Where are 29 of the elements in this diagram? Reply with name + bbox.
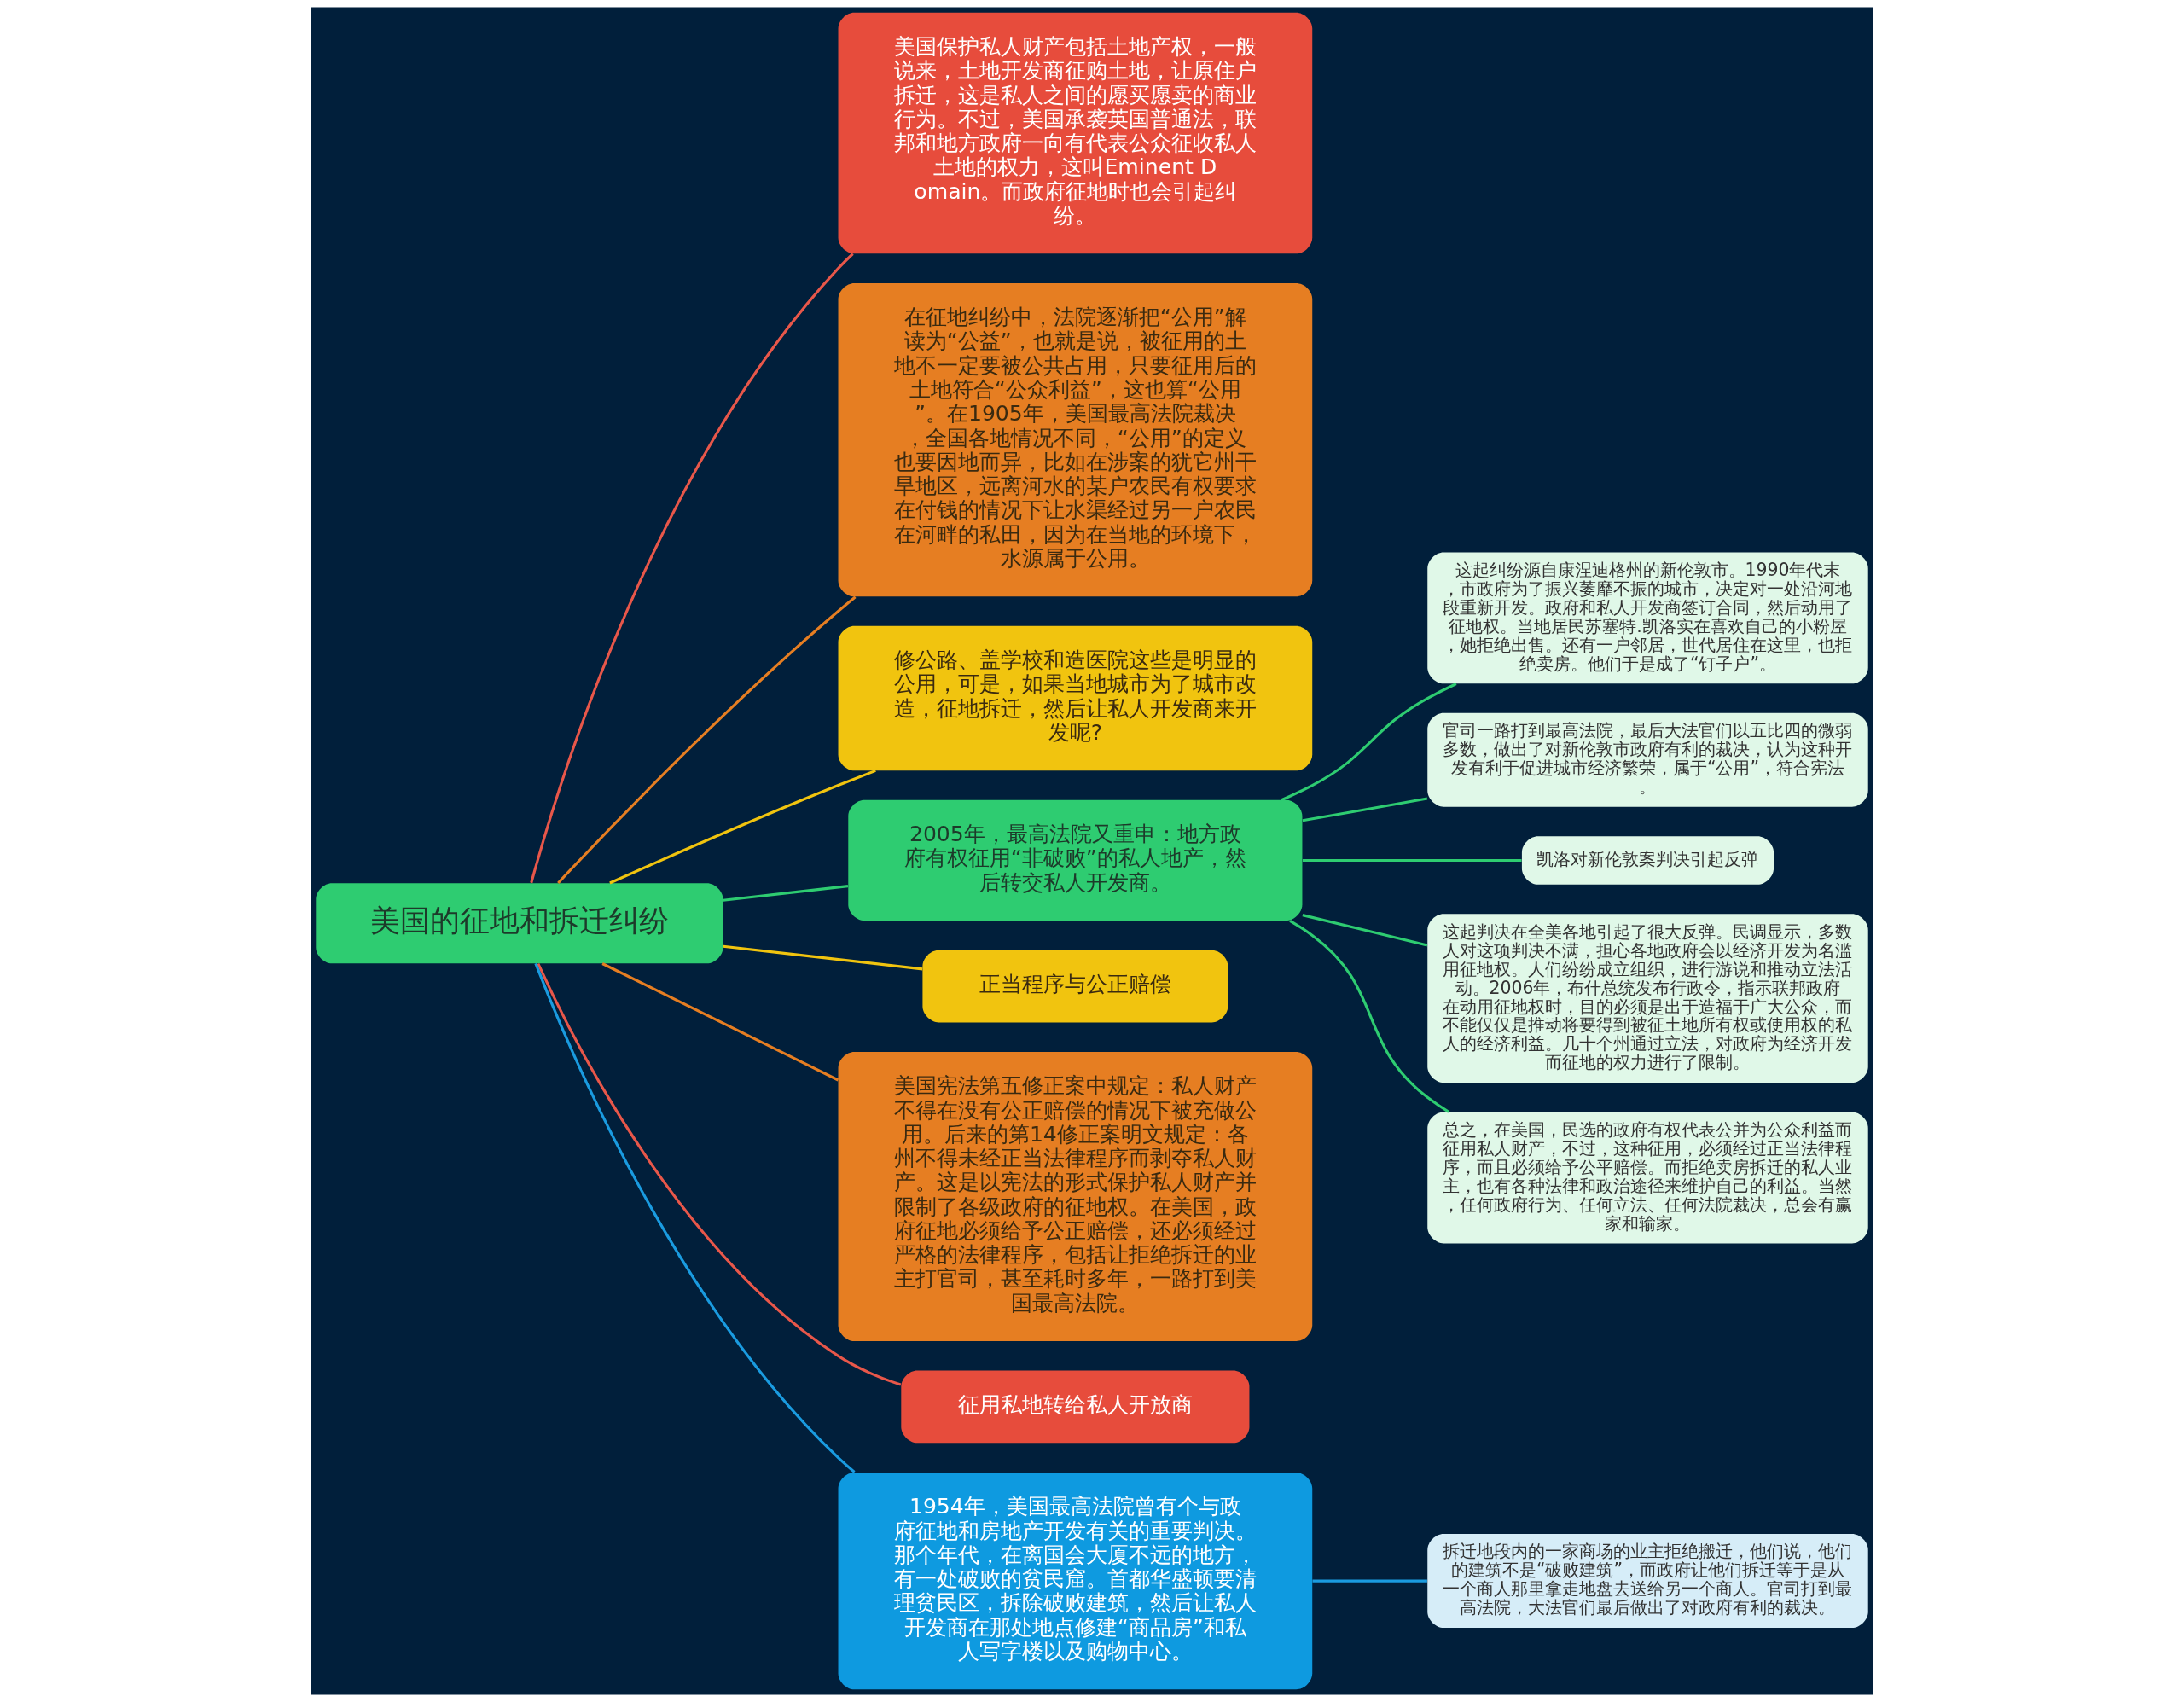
node-box: 这起纠纷源自康涅迪格州的新伦敦市。1990年代末，市政府为了振兴萎靡不振的城市，决定对一处沿河地段重新开发。政府和私人开发商签订合同，然后动用了征地权。当地居民苏塞特.凯洛实在喜欢自己的小粉屋，她拒绝出售。还有一户邻居，世代居住在这里，也拒绝卖房。他们于是成了“钉子户”。 (1427, 552, 1868, 684)
node-box: 在征地纠纷中，法院逐渐把“公用”解读为“公益”，也就是说，被征用的土地不一定要被公共占用，只要征用后的土地符合“公众利益”，这也算“公用”。在1905年，美国最高法院裁决，全国各地情况不同，“公用”的定义也要因地而异，比如在涉案的犹它州干旱地区，远离河水的某户农民有权要求在付钱的情况下让水渠经过另一户农民在河畔的私田，因为在当地的环境下，水源属于公用。 (838, 282, 1313, 597)
node-box: 总之，在美国，民选的政府有权代表公并为公众利益而征用私人财产，不过，这种征用，必须经过正当法律程序，而且必须给予公平赔偿。而拒绝卖房拆迁的私人业主，也有各种法律和政治途径来维护自己的利益。当然，任何政府行为、任何立法、任何法院裁决，总会有赢家和输家。 (1427, 1112, 1868, 1244)
connector (601, 962, 839, 1082)
connector (1302, 797, 1428, 822)
node-box: 美国保护私人财产包括土地产权，一般说来，土地开发商征购土地，让原住户拆迁，这是私人之间的愿买愿卖的商业行为。不过，美国承袭英国普通法，联邦和地方政府一向有代表公众征收私人土地的权力，这叫Eminent Domain。而政府征地时也会引起纠纷。 (838, 12, 1313, 254)
connector (1302, 914, 1428, 947)
node-box: 修公路、盖学校和造医院这些是明显的公用，可是，如果当地城市为了城市改造，征地拆迁，然后让私人开发商来开发呢? (838, 625, 1313, 771)
connector (537, 963, 902, 1386)
node-box: 美国宪法第五修正案中规定：私人财产不得在没有公正赔偿的情况下被充做公用。后来的第14修正案明文规定：各州不得未经正当法律程序而剥夺私人财产。这是以宪法的形式保护私人财产并限制了各级政府的征地权。在美国，政府征地必须给予公正赔偿，还必须经过严格的法律程序，包括让拒绝拆迁的业主打官司，甚至耗时多年，一路打到美国最高法院。 (838, 1052, 1313, 1342)
node-box: 这起判决在全美各地引起了很大反弹。民调显示，多数人对这项判决不满，担心各地政府会以经济开发为名滥用征地权。人们纷纷成立组织，进行游说和推动立法活动。2006年，布什总统发布行政令，指示联邦政府在动用征地权时，目的必须是出于造福于广大公众，而不能仅仅是推动将要得到被征土地所有权或使用权的私人的经济利益。几十个州通过立法，对政府为经济开发而征地的权力进行了限制。 (1427, 914, 1868, 1083)
connector (1281, 683, 1457, 802)
node-box: 2005年，最高法院又重申：地方政府有权征用“非破败”的私人地产，然后转交私人开发商。 (848, 799, 1303, 921)
connector (723, 885, 849, 902)
connector (1289, 920, 1449, 1113)
node-box: 征用私地转给私人开放商 (901, 1370, 1250, 1444)
connector (557, 595, 857, 885)
connector (534, 962, 856, 1473)
node-box: 拆迁地段内的一家商场的业主拒绝搬迁，他们说，他们的建筑不是“破败建筑”，而政府让他们拆迁等于是从一个商人那里拿走地盘去送给另一个商人。官司打到最高法院，大法官们最后做出了对政府有利的裁决。 (1427, 1534, 1868, 1628)
connector (609, 769, 876, 885)
connector (1302, 858, 1522, 863)
connector (530, 253, 854, 884)
node-box: 1954年，美国最高法院曾有个与政府征地和房地产开发有关的重要判决。那个年代，在离国会大厦不远的地方，有一处破败的贫民窟。首都华盛顿要清理贫民区，拆除破败建筑，然后让私人开发商在那处地点修建“商品房”和私人写字楼以及购物中心。 (838, 1472, 1313, 1690)
node-box: 美国的征地和拆迁纠纷 (316, 883, 723, 964)
connector (723, 944, 923, 971)
connector (1312, 1579, 1427, 1583)
node-box: 正当程序与公正赔偿 (922, 950, 1228, 1023)
node-box: 官司一路打到最高法院，最后大法官们以五比四的微弱多数，做出了对新伦敦市政府有利的裁决，认为这种开发有利于促进城市经济繁荣，属于“公用”，符合宪法。 (1427, 712, 1868, 807)
node-box: 凯洛对新伦敦案判决引起反弹 (1521, 836, 1774, 885)
